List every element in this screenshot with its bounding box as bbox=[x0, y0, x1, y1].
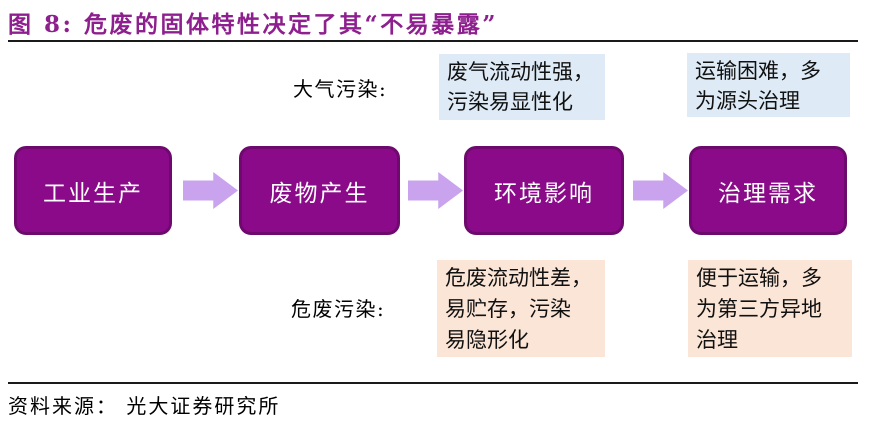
figure-title: 图 8: 危废的固体特性决定了其“不易暴露” bbox=[8, 11, 498, 38]
hazardous-note-2: 便于运输，多 为第三方异地 治理 bbox=[688, 260, 852, 357]
air-pollution-label: 大气污染: bbox=[293, 77, 388, 101]
hazardous-waste-pollution-label: 危废污染: bbox=[291, 297, 386, 321]
arrow-right-icon bbox=[183, 172, 238, 209]
arrow-right-icon bbox=[408, 172, 463, 209]
flow-step-treatment-demand: 治理需求 bbox=[689, 146, 847, 235]
flow-step-industrial-production: 工业生产 bbox=[14, 146, 172, 235]
data-source: 资料来源： 光大证券研究所 bbox=[8, 394, 281, 418]
air-note-1: 废气流动性强， 污染易显性化 bbox=[439, 54, 605, 120]
hazardous-note-1: 危废流动性差， 易贮存，污染 易隐形化 bbox=[437, 260, 605, 357]
flow-step-waste-generation: 废物产生 bbox=[239, 146, 400, 235]
top-divider bbox=[8, 40, 858, 42]
air-note-2: 运输困难，多 为源头治理 bbox=[687, 53, 850, 117]
arrow-right-icon bbox=[633, 172, 688, 209]
flow-step-environmental-impact: 环境影响 bbox=[464, 146, 624, 235]
bottom-divider bbox=[8, 382, 858, 384]
